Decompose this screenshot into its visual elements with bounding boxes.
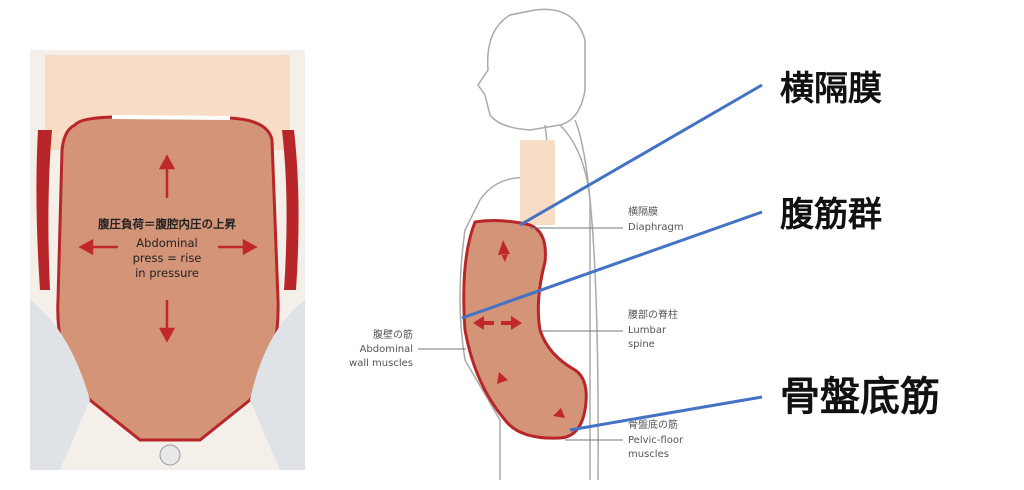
callout-abdominal-muscles: 腹筋群 — [780, 195, 882, 235]
leader-lines — [418, 227, 623, 441]
front-label-en-2: press = rise — [133, 251, 202, 265]
lumbar-label-en-1: Lumbar — [628, 325, 667, 336]
abdominal-wall-label-en-2: wall muscles — [349, 358, 413, 369]
side-view-illustration — [459, 8, 599, 481]
front-label-en-1: Abdominal — [136, 236, 197, 250]
abdominal-wall-label-jp: 腹壁の筋 — [373, 328, 413, 341]
callout-lines — [461, 83, 763, 432]
pelvic-floor-label-en-1: Pelvic-floor — [628, 435, 684, 446]
lumbar-label-en-2: spine — [628, 339, 655, 350]
side-pressure-arrows — [473, 240, 565, 418]
head-outline — [477, 8, 586, 131]
left-abdominal-wall-muscle — [36, 130, 52, 290]
diaphragm-label-en: Diaphragm — [628, 222, 684, 233]
pelvic-floor-label-en-2: muscles — [628, 449, 669, 460]
callout-pelvic-floor: 骨盤底筋 — [780, 374, 940, 420]
side-abdominal-cavity — [462, 219, 588, 440]
pelvic-floor-label-jp: 骨盤底の筋 — [628, 418, 678, 431]
front-label-en-3: in pressure — [135, 266, 199, 280]
callout-diaphragm: 横隔膜 — [780, 69, 882, 109]
front-label-jp: 腹圧負荷＝腹腔内圧の上昇 — [98, 217, 236, 231]
right-abdominal-wall-muscle — [282, 130, 299, 290]
abdominal-wall-label-en-1: Abdominal — [360, 344, 413, 355]
pressure-arrows — [78, 154, 258, 343]
lumbar-label-jp: 腰部の脊柱 — [628, 308, 678, 321]
diaphragm-label-jp: 横隔膜 — [628, 205, 658, 218]
front-view-illustration: 腹圧負荷＝腹腔内圧の上昇 Abdominal press = rise in p… — [30, 50, 305, 470]
